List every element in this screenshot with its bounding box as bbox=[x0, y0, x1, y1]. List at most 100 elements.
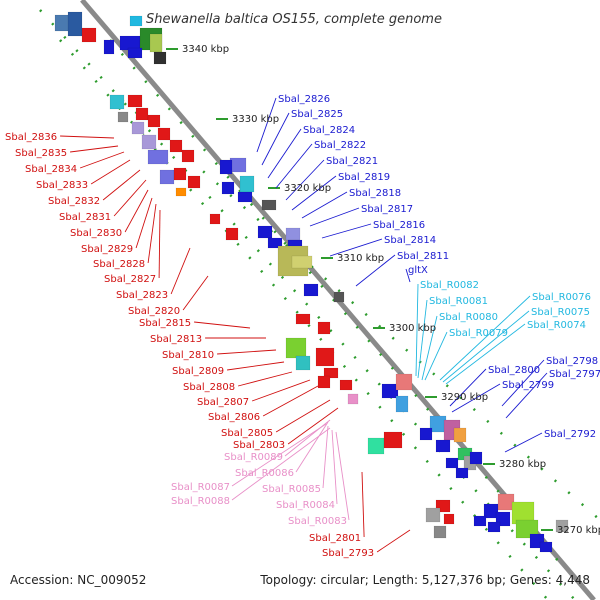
gene-feature bbox=[237, 191, 253, 203]
gene-feature bbox=[555, 519, 569, 533]
leader-line bbox=[329, 238, 383, 257]
scale-tick-label: 3310 kbp bbox=[337, 253, 384, 264]
leader-line bbox=[504, 432, 543, 453]
scale-tick-label: 3270 kbp bbox=[557, 525, 600, 536]
gene-feature bbox=[469, 451, 483, 465]
gene-label-red: Sbal_2803 bbox=[233, 440, 285, 451]
leader-line bbox=[451, 383, 501, 413]
gene-label-blue: Sbal_2817 bbox=[361, 204, 413, 215]
gene-label-cyan: Sbal_R0079 bbox=[449, 328, 508, 339]
leader-line bbox=[227, 361, 285, 371]
gene-feature bbox=[149, 33, 163, 53]
gene-feature bbox=[383, 431, 403, 449]
gene-feature bbox=[127, 47, 143, 59]
gene-feature bbox=[135, 107, 149, 121]
gene-label-red: Sbal_2805 bbox=[221, 428, 273, 439]
gene-feature bbox=[169, 139, 183, 153]
leader-line bbox=[147, 203, 157, 264]
leader-line bbox=[355, 254, 396, 287]
leader-line bbox=[237, 371, 293, 387]
gene-feature bbox=[103, 39, 115, 55]
gene-label-pink: Sbal_R0083 bbox=[288, 516, 347, 527]
gene-feature bbox=[453, 427, 467, 443]
gene-label-red: Sbal_2834 bbox=[25, 164, 77, 175]
gene-label-red: Sbal_2830 bbox=[70, 228, 122, 239]
gene-label-red: Sbal_2828 bbox=[93, 259, 145, 270]
gene-label-blue: Sbal_2798 bbox=[546, 356, 598, 367]
gene-feature bbox=[109, 94, 125, 110]
gene-label-red: Sbal_2801 bbox=[309, 533, 361, 544]
leader-line bbox=[124, 189, 149, 233]
leader-line bbox=[275, 399, 331, 433]
gene-label-red: Sbal_2809 bbox=[172, 366, 224, 377]
gene-feature bbox=[395, 373, 413, 391]
gene-feature bbox=[267, 237, 283, 249]
leader-line bbox=[415, 283, 419, 377]
gene-feature bbox=[381, 383, 399, 399]
leader-line bbox=[287, 407, 339, 445]
leader-line bbox=[261, 112, 290, 166]
leader-line bbox=[321, 223, 372, 239]
gene-feature bbox=[435, 439, 451, 453]
gene-label-blue: Sbal_2800 bbox=[488, 365, 540, 376]
leader-line bbox=[231, 423, 327, 487]
gene-feature bbox=[347, 393, 359, 405]
gene-feature bbox=[187, 175, 201, 189]
gene-label-red: Sbal_2793 bbox=[322, 548, 374, 559]
gene-feature bbox=[433, 525, 447, 539]
gene-label-pink: Sbal_R0087 bbox=[171, 482, 230, 493]
gene-feature bbox=[317, 375, 331, 389]
gene-feature bbox=[221, 181, 235, 195]
leader-line bbox=[217, 349, 277, 355]
leader-line bbox=[331, 429, 338, 505]
gene-feature bbox=[395, 395, 409, 413]
gene-label-red: Sbal_2835 bbox=[15, 148, 67, 159]
gene-label-blue: Sbal_2799 bbox=[502, 380, 554, 391]
gene-label-blue: Sbal_2797 bbox=[549, 369, 600, 380]
leader-line bbox=[135, 197, 153, 249]
gene-label-red: Sbal_2823 bbox=[116, 290, 168, 301]
gene-feature bbox=[285, 337, 307, 359]
scale-tick-label: 3300 kbp bbox=[389, 323, 436, 334]
gene-feature bbox=[445, 457, 459, 469]
gene-feature bbox=[315, 347, 335, 367]
leader-line bbox=[501, 359, 545, 407]
gene-feature bbox=[209, 213, 221, 225]
scale-tick-label: 3340 kbp bbox=[182, 44, 229, 55]
gene-feature bbox=[487, 521, 501, 533]
gene-feature bbox=[323, 367, 339, 379]
leader-line bbox=[79, 151, 125, 169]
gene-feature bbox=[497, 493, 515, 511]
scale-tick-label: 3280 kbp bbox=[499, 459, 546, 470]
gene-feature bbox=[225, 227, 239, 241]
gene-label-red: Sbal_2836 bbox=[5, 132, 57, 143]
gene-feature bbox=[81, 27, 97, 43]
gene-feature bbox=[483, 503, 499, 519]
leader-line bbox=[442, 310, 530, 383]
leader-line bbox=[424, 331, 448, 381]
gene-feature bbox=[257, 225, 273, 239]
gene-label-red: Sbal_2807 bbox=[197, 397, 249, 408]
gene-label-cyan: Sbal_R0080 bbox=[439, 312, 498, 323]
gene-label-blue: Sbal_2792 bbox=[544, 429, 596, 440]
gene-feature bbox=[367, 437, 385, 455]
gene-feature bbox=[129, 15, 143, 27]
gene-feature bbox=[141, 134, 157, 150]
gene-label-cyan: Sbal_R0076 bbox=[532, 292, 591, 303]
leader-line bbox=[256, 97, 277, 153]
leader-line bbox=[449, 368, 487, 407]
gene-feature bbox=[317, 321, 331, 335]
gene-feature bbox=[295, 313, 311, 325]
leader-line bbox=[170, 247, 191, 295]
gene-label-blue: Sbal_2822 bbox=[314, 140, 366, 151]
gene-label-pink: Sbal_R0084 bbox=[276, 500, 335, 511]
leader-line bbox=[102, 169, 141, 201]
gene-feature bbox=[147, 149, 169, 165]
gene-feature bbox=[117, 111, 129, 123]
gene-label-red: Sbal_2827 bbox=[104, 274, 156, 285]
leader-line bbox=[90, 159, 131, 185]
gene-label-cyan: Sbal_R0082 bbox=[420, 280, 479, 291]
